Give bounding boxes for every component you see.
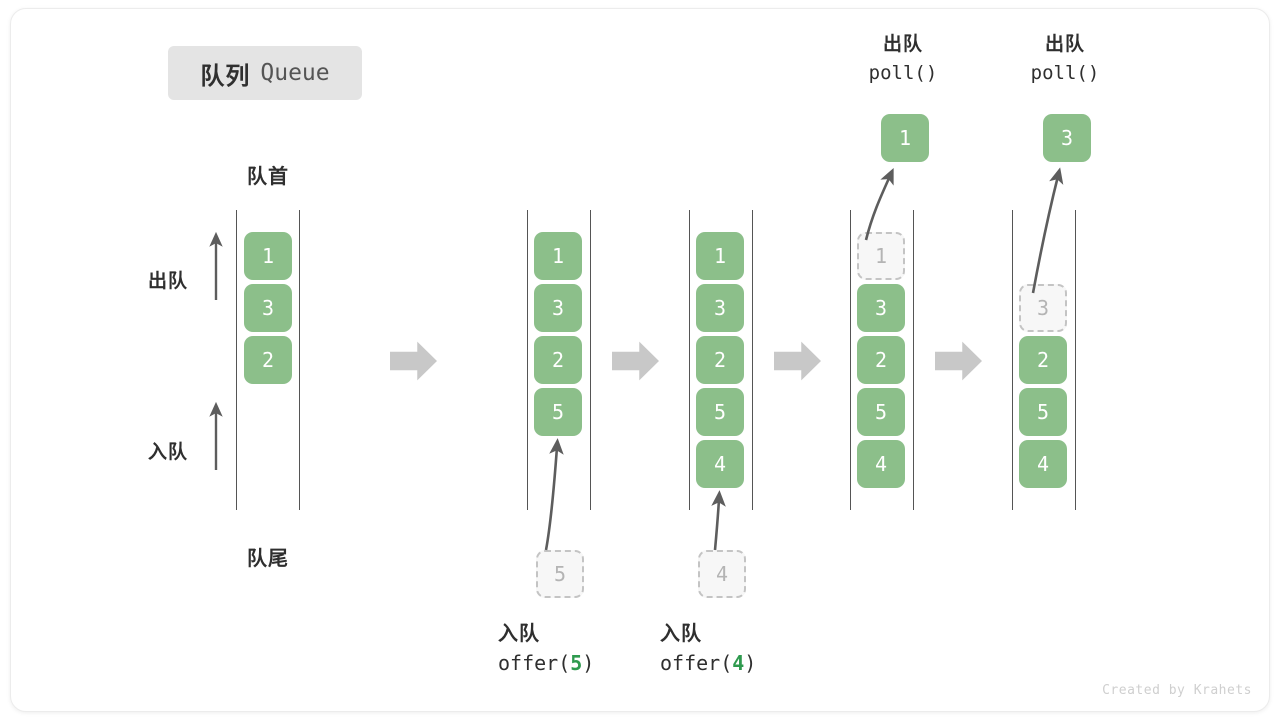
queue-element: 2 bbox=[534, 336, 582, 384]
enqueue-op-code: offer(5) bbox=[498, 651, 595, 675]
poll-result-element: 3 bbox=[1043, 114, 1091, 162]
poll-op-cn: 出队 bbox=[1044, 34, 1085, 55]
queue-element: 1 bbox=[534, 232, 582, 280]
state-flow-arrow bbox=[612, 341, 659, 381]
enqueue-op-code: offer(4) bbox=[660, 651, 757, 675]
poll-operation-label: 出队 poll() bbox=[823, 30, 983, 89]
rear-label: 队尾 bbox=[247, 548, 289, 570]
state-flow-arrow bbox=[774, 341, 821, 381]
queue-element: 3 bbox=[696, 284, 744, 332]
credit-text: Created by Krahets bbox=[1102, 683, 1252, 698]
queue-rail bbox=[850, 210, 851, 510]
queue-element: 5 bbox=[1019, 388, 1067, 436]
title-en: Queue bbox=[260, 60, 330, 86]
queue-element: 3 bbox=[857, 284, 905, 332]
title-cn: 队列 bbox=[200, 62, 251, 90]
queue-element: 4 bbox=[857, 440, 905, 488]
queue-element: 2 bbox=[1019, 336, 1067, 384]
queue-element: 4 bbox=[696, 440, 744, 488]
enqueue-operation-label: 入队 offer(4) bbox=[636, 620, 830, 678]
queue-rail bbox=[1075, 210, 1076, 510]
poll-result-element: 1 bbox=[881, 114, 929, 162]
queue-element: 5 bbox=[534, 388, 582, 436]
queue-element: 5 bbox=[857, 388, 905, 436]
poll-op-code: poll() bbox=[868, 62, 938, 85]
state-flow-arrow bbox=[390, 341, 437, 381]
incoming-ghost-element: 5 bbox=[536, 550, 584, 598]
queue-rail bbox=[752, 210, 753, 510]
queue-ghost-element: 3 bbox=[1019, 284, 1067, 332]
queue-element: 4 bbox=[1019, 440, 1067, 488]
queue-element: 3 bbox=[244, 284, 292, 332]
queue-element: 2 bbox=[696, 336, 744, 384]
enqueue-operation-label: 入队 offer(5) bbox=[474, 620, 668, 678]
queue-rail bbox=[590, 210, 591, 510]
queue-rail bbox=[1012, 210, 1013, 510]
enqueue-op-cn: 入队 bbox=[660, 623, 702, 645]
enqueue-side-label: 入队 bbox=[148, 442, 189, 463]
enqueue-op-value: 4 bbox=[732, 651, 745, 675]
queue-element: 5 bbox=[696, 388, 744, 436]
incoming-ghost-element: 4 bbox=[698, 550, 746, 598]
queue-rail bbox=[689, 210, 690, 510]
queue-element: 1 bbox=[696, 232, 744, 280]
queue-rail bbox=[299, 210, 300, 510]
dequeue-side-label: 出队 bbox=[148, 271, 189, 292]
queue-rail bbox=[236, 210, 237, 510]
queue-rail bbox=[527, 210, 528, 510]
queue-ghost-element: 1 bbox=[857, 232, 905, 280]
queue-element: 2 bbox=[244, 336, 292, 384]
enqueue-op-cn: 入队 bbox=[498, 623, 540, 645]
queue-element: 2 bbox=[857, 336, 905, 384]
queue-element: 1 bbox=[244, 232, 292, 280]
poll-op-cn: 出队 bbox=[882, 34, 923, 55]
diagram-title-badge: 队列 Queue bbox=[168, 46, 362, 100]
enqueue-op-value: 5 bbox=[570, 651, 583, 675]
poll-operation-label: 出队 poll() bbox=[985, 30, 1145, 89]
queue-element: 3 bbox=[534, 284, 582, 332]
poll-op-code: poll() bbox=[1030, 62, 1100, 85]
state-flow-arrow bbox=[935, 341, 982, 381]
front-label: 队首 bbox=[247, 166, 289, 188]
queue-rail bbox=[913, 210, 914, 510]
